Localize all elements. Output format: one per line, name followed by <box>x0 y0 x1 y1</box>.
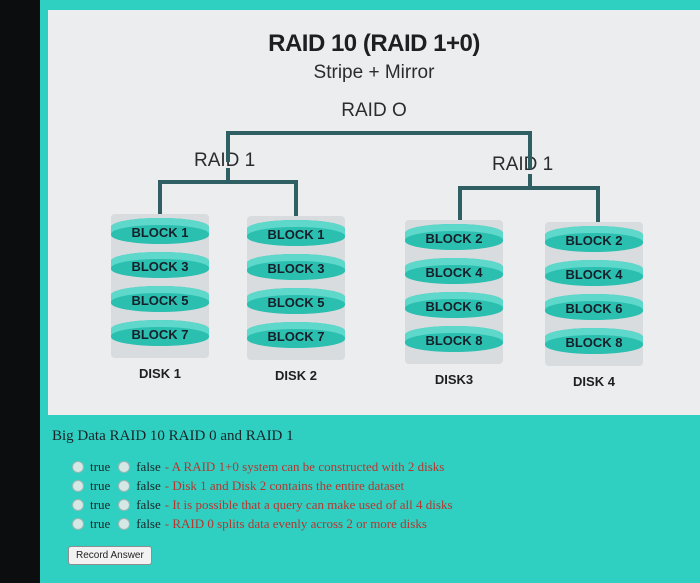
true-radio[interactable] <box>72 479 84 492</box>
raid1-left-label: RAID 1 <box>194 150 256 171</box>
true-option-label: true <box>90 458 111 474</box>
block-label: BLOCK 1 <box>111 218 209 244</box>
block-label: BLOCK 8 <box>405 326 503 352</box>
block-label: BLOCK 4 <box>405 258 503 284</box>
false-radio[interactable] <box>118 517 131 530</box>
record-answer-button[interactable]: Record Answer <box>68 546 152 565</box>
disk-label: DISK 1 <box>139 366 181 381</box>
false-radio[interactable] <box>118 498 131 511</box>
question-text: - RAID 0 splits data evenly across 2 or … <box>164 515 427 531</box>
false-option-label: false <box>136 477 161 493</box>
raid-diagram: RAID 10 (RAID 1+0) Stripe + Mirror RAID … <box>48 10 700 415</box>
quiz-title: Big Data RAID 10 RAID 0 and RAID 1 <box>52 428 294 444</box>
block-label: BLOCK 1 <box>247 220 345 246</box>
true-option-label: true <box>90 515 111 531</box>
raid0-label: RAID O <box>341 100 407 121</box>
false-option-label: false <box>136 496 161 512</box>
block-label: BLOCK 7 <box>247 322 345 348</box>
question-text: - It is possible that a query can make u… <box>164 496 453 512</box>
diagram-subtitle: Stripe + Mirror <box>313 62 435 83</box>
true-radio[interactable] <box>72 460 84 473</box>
question-text: - Disk 1 and Disk 2 contains the entire … <box>164 477 405 493</box>
true-radio[interactable] <box>72 517 84 530</box>
block-label: BLOCK 8 <box>545 328 643 354</box>
block-label: BLOCK 2 <box>405 224 503 250</box>
block-label: BLOCK 5 <box>247 288 345 314</box>
quiz-panel: Big Data RAID 10 RAID 0 and RAID 1 true … <box>50 428 690 578</box>
true-option-label: true <box>90 477 111 493</box>
false-radio[interactable] <box>118 479 131 492</box>
question-row: true false - Disk 1 and Disk 2 contains … <box>50 476 690 495</box>
raid-tree-connectors <box>158 131 600 224</box>
block-label: BLOCK 6 <box>545 294 643 320</box>
true-radio[interactable] <box>72 498 84 511</box>
false-radio[interactable] <box>118 460 131 473</box>
raid0-connector <box>226 131 532 169</box>
true-option-label: true <box>90 496 111 512</box>
raid1-right-label: RAID 1 <box>492 154 554 175</box>
disk-label: DISK 4 <box>573 374 615 389</box>
false-option-label: false <box>136 458 161 474</box>
question-row: true false - A RAID 1+0 system can be co… <box>50 457 690 476</box>
disk-label: DISK 2 <box>275 368 317 383</box>
false-option-label: false <box>136 515 161 531</box>
block-label: BLOCK 7 <box>111 320 209 346</box>
block-label: BLOCK 3 <box>111 252 209 278</box>
question-row: true false - It is possible that a query… <box>50 495 690 514</box>
diagram-title: RAID 10 (RAID 1+0) <box>268 30 480 57</box>
disk-label: DISK3 <box>434 372 474 387</box>
block-label: BLOCK 6 <box>405 292 503 318</box>
question-row: true false - RAID 0 splits data evenly a… <box>50 514 690 533</box>
raid1-right-connector <box>458 186 600 224</box>
screen: RAID 10 (RAID 1+0) Stripe + Mirror RAID … <box>40 0 700 583</box>
question-text: - A RAID 1+0 system can be constructed w… <box>164 458 445 474</box>
block-label: BLOCK 4 <box>545 260 643 286</box>
block-label: BLOCK 2 <box>545 226 643 252</box>
raid1-left-connector <box>158 180 298 220</box>
block-label: BLOCK 5 <box>111 286 209 312</box>
block-label: BLOCK 3 <box>247 254 345 280</box>
